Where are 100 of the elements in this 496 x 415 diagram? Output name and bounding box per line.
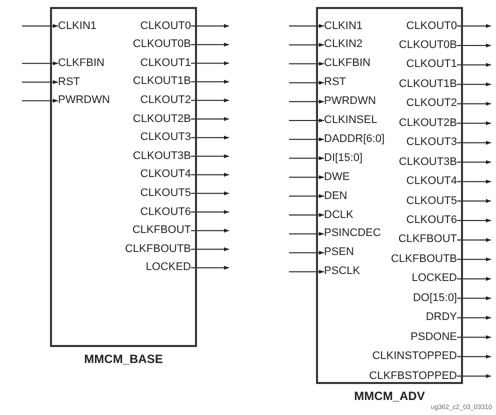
pin-name: CLKOUT0	[406, 20, 457, 32]
pin-name: CLKOUT3B	[132, 150, 191, 163]
pin-name: CLKOUT0B	[398, 38, 457, 52]
signal-arrow	[288, 213, 324, 217]
pin-name: CLKOUT4	[406, 175, 457, 188]
block-title: MMCM_ADV	[354, 389, 425, 403]
pin-name: DI[15:0]	[324, 152, 363, 165]
pin-name: CLKOUT3	[406, 136, 457, 150]
signal-arrow	[456, 335, 492, 340]
pin-name: CLKFBOUTB	[390, 252, 457, 266]
signal-arrow	[22, 24, 58, 28]
signal-arrow	[190, 191, 230, 196]
signal-arrow	[190, 154, 230, 158]
pin-name: CLKOUT3B	[398, 156, 457, 169]
pin-name: CLKOUT1	[406, 58, 457, 72]
signal-arrow	[456, 62, 492, 67]
signal-arrow	[288, 250, 324, 255]
pin-name: CLKFBOUT	[132, 224, 191, 238]
signal-arrow	[456, 316, 492, 320]
pin-name: PWRDWN	[58, 94, 110, 108]
pin-name: LOCKED	[412, 272, 457, 286]
signal-arrow	[456, 24, 492, 28]
signal-arrow	[456, 354, 492, 359]
signal-arrow	[456, 199, 492, 204]
pin-name: RST	[324, 76, 346, 90]
signal-arrow	[190, 98, 230, 102]
signal-arrow	[288, 232, 324, 236]
pin-name: DEN	[324, 190, 348, 203]
pin-name: PSINCDEC	[324, 227, 381, 240]
signal-arrow	[288, 194, 324, 198]
pin-name: CLKOUT2B	[132, 112, 191, 126]
signal-arrow	[190, 228, 230, 233]
signal-arrow	[190, 247, 230, 252]
signal-arrow	[456, 238, 492, 242]
pin-name: CLKOUT2B	[398, 116, 457, 130]
signal-arrow	[190, 24, 230, 28]
pin-name: CLKFBOUTB	[124, 242, 191, 256]
signal-arrow	[456, 160, 492, 164]
pin-name: CLKOUT2	[140, 94, 191, 107]
signal-arrow	[288, 62, 324, 66]
signal-arrow	[456, 374, 492, 378]
signal-arrow	[288, 270, 324, 274]
signal-arrow	[190, 136, 230, 140]
pin-name: RST	[58, 76, 80, 89]
pin-name: DADDR[6:0]	[324, 132, 385, 146]
pin-name: CLKFBOUT	[398, 233, 457, 246]
signal-arrow	[456, 121, 492, 126]
pin-name: CLKOUT4	[140, 168, 191, 182]
pin-name: PSDONE	[410, 330, 457, 344]
signal-arrow	[288, 118, 324, 122]
pin-name: CLKINSTOPPED	[372, 350, 457, 364]
signal-arrow	[288, 156, 324, 160]
pin-name: CLKOUT5	[406, 194, 457, 208]
signal-arrow	[190, 61, 230, 66]
signal-arrow	[22, 98, 58, 103]
pin-name: CLKOUT1B	[398, 78, 457, 91]
pin-name: CLKIN1	[324, 20, 363, 32]
signal-arrow	[456, 180, 492, 184]
signal-arrow	[22, 61, 58, 66]
signal-arrow	[456, 276, 492, 281]
pin-name: CLKIN1	[58, 20, 97, 32]
signal-arrow	[288, 80, 324, 85]
pin-name: CLKOUT3	[140, 131, 191, 144]
pin-name: CLKOUT0	[140, 20, 191, 32]
signal-arrow	[456, 296, 492, 300]
signal-arrow	[22, 80, 58, 84]
pin-name: CLKOUT1	[140, 56, 191, 70]
pin-name: DCLK	[324, 208, 354, 222]
signal-arrow	[288, 175, 324, 180]
signal-arrow	[456, 102, 492, 106]
signal-arrow	[288, 24, 324, 28]
signal-arrow	[190, 210, 230, 214]
signal-arrow	[288, 42, 324, 47]
pin-name: CLKIN2	[324, 38, 363, 52]
pin-name: CLKOUT0B	[132, 38, 191, 52]
signal-arrow	[190, 172, 230, 177]
pin-name: PSEN	[324, 246, 354, 260]
signal-arrow	[456, 257, 492, 262]
pin-name: CLKOUT5	[140, 186, 191, 200]
signal-arrow	[456, 43, 492, 48]
pin-name: DWE	[324, 170, 350, 184]
signal-arrow	[456, 218, 492, 222]
pin-name: CLKINSEL	[324, 114, 378, 127]
pin-name: CLKFBIN	[58, 56, 104, 70]
pin-name: DRDY	[426, 311, 457, 324]
pin-name: CLKOUT2	[406, 97, 457, 110]
pin-name: PWRDWN	[324, 95, 376, 108]
signal-arrow	[456, 82, 492, 86]
pin-name: DO[15:0]	[412, 292, 457, 305]
pin-name: PSCLK	[324, 265, 360, 278]
signal-arrow	[190, 80, 230, 84]
block-title: MMCM_BASE	[84, 352, 163, 366]
pin-name: CLKFBIN	[324, 57, 370, 70]
pin-name: CLKOUT6	[406, 214, 457, 227]
signal-arrow	[288, 137, 324, 142]
signal-arrow	[190, 42, 230, 47]
pin-name: LOCKED	[146, 261, 191, 274]
pin-name: CLKFBSTOPPED	[369, 370, 457, 383]
signal-arrow	[190, 266, 230, 270]
pin-name: CLKOUT1B	[132, 75, 191, 88]
